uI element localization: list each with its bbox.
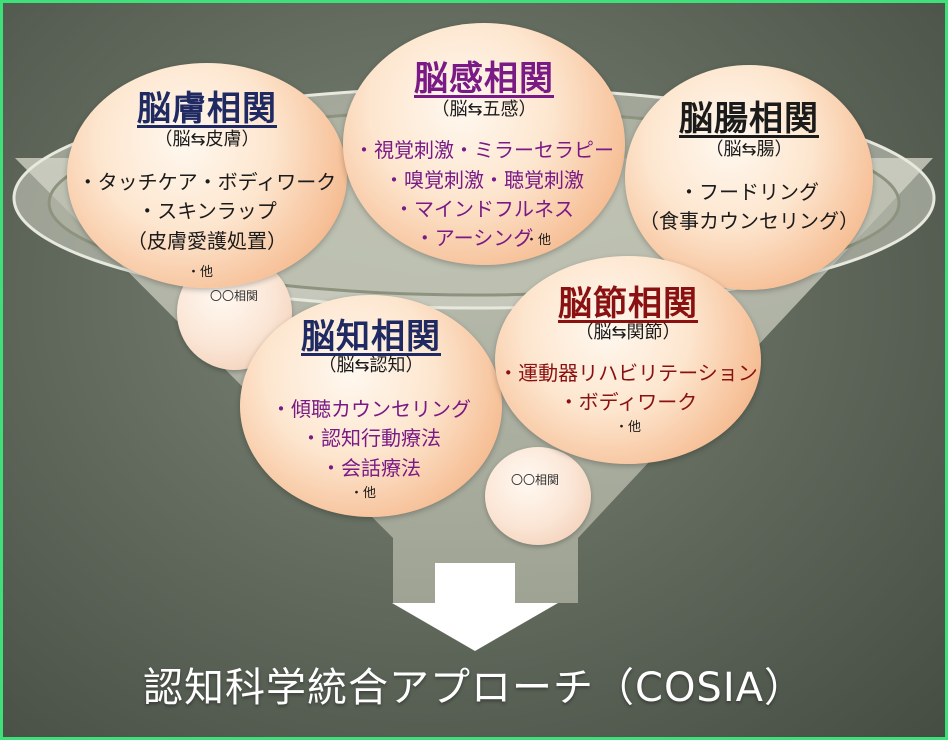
joint-brain-title: 脳節相関 [558, 284, 698, 324]
cognition-brain-item: ・傾聴カウンセリング [271, 397, 471, 421]
skin-brain-bubble: 脳膚相関 （脳⇆皮膚） ・タッチケア・ボディワーク ・スキンラップ （皮膚愛護処… [67, 63, 347, 288]
joint-brain-etc: ・他 [615, 420, 642, 435]
senses-brain-item: ・視覚刺激・ミラーセラピー [354, 138, 614, 162]
cognition-brain-subtitle: （脳⇆認知） [318, 355, 424, 376]
cognition-brain-item: ・認知行動療法 [301, 426, 441, 450]
senses-brain-title: 脳感相関 [414, 59, 554, 99]
joint-brain-item: ・運動器リハビリテーション [498, 361, 758, 385]
blank-bubble-bottom-label: 〇〇相関 [511, 473, 560, 487]
senses-brain-bubble: 脳感相関 （脳⇆五感） ・視覚刺激・ミラーセラピー ・嗅覚刺激・聴覚刺激 ・マイ… [343, 23, 625, 265]
senses-brain-item: ・マインドフルネス [394, 197, 574, 221]
joint-brain-item: ・ボディワーク [558, 390, 698, 414]
down-arrow [392, 563, 558, 651]
cosia-label: 認知科学統合アプローチ（COSIA） [143, 665, 805, 711]
gut-brain-title: 脳腸相関 [679, 99, 819, 139]
cognition-brain-bubble: 脳知相関 （脳⇆認知） ・傾聴カウンセリング ・認知行動療法 ・会話療法 ・他 [240, 295, 502, 517]
gut-brain-subtitle: （脳⇆腸） [705, 139, 793, 160]
skin-brain-item: ・タッチケア・ボディワーク [77, 170, 337, 194]
senses-brain-subtitle: （脳⇆五感） [431, 99, 537, 120]
skin-brain-item: ・スキンラップ [137, 199, 277, 223]
cognition-brain-title: 脳知相関 [301, 317, 441, 357]
joint-brain-bubble: 脳節相関 （脳⇆関節） ・運動器リハビリテーション ・ボディワーク ・他 [495, 256, 761, 464]
blank-bubble-left-label: 〇〇相関 [210, 289, 259, 303]
cognition-brain-item: ・会話療法 [321, 456, 421, 480]
senses-brain-item: ・嗅覚刺激・聴覚刺激 [384, 168, 584, 192]
skin-brain-etc: ・他 [187, 265, 214, 280]
senses-brain-item: ・アーシング [414, 226, 534, 250]
joint-brain-subtitle: （脳⇆関節） [575, 322, 681, 343]
gut-brain-item: （食事カウンセリング） [639, 209, 859, 233]
gut-brain-item: ・フードリング [679, 180, 819, 204]
gut-brain-bubble: 脳腸相関 （脳⇆腸） ・フードリング （食事カウンセリング） [625, 65, 873, 290]
cognition-brain-etc: ・他 [350, 486, 377, 501]
senses-brain-etc: ・他 [525, 233, 552, 248]
blank-bubble-bottom: 〇〇相関 [485, 447, 591, 545]
skin-brain-item: （皮膚愛護処置） [127, 229, 287, 253]
skin-brain-subtitle: （脳⇆皮膚） [154, 129, 260, 150]
skin-brain-title: 脳膚相関 [137, 89, 277, 129]
